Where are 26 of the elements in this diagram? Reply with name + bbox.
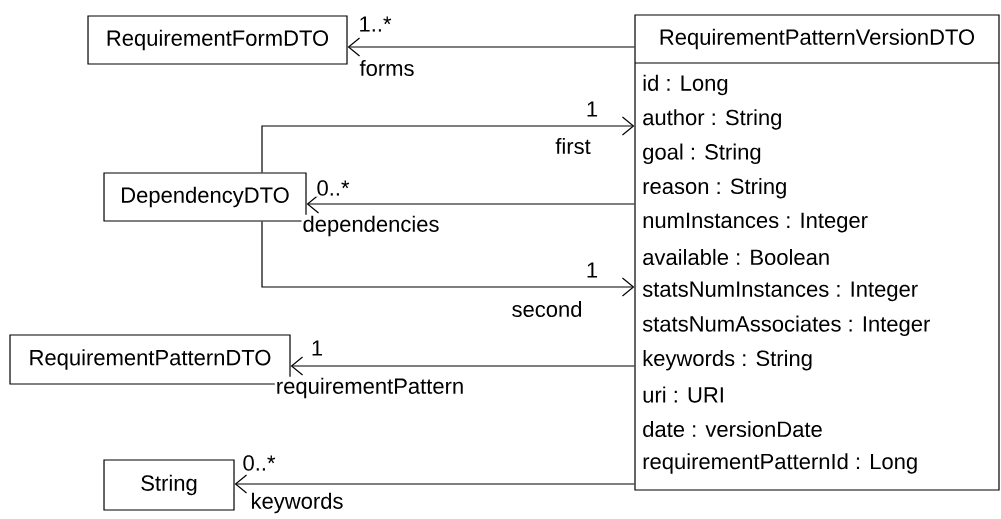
attribute-text: id : Long <box>643 74 728 96</box>
association-arrow <box>261 221 635 297</box>
attribute-text: reason : String <box>643 177 786 199</box>
role-label: dependencies <box>301 214 441 238</box>
attribute-text: date : versionDate <box>643 420 822 438</box>
attribute-text: available : Boolean <box>643 248 829 266</box>
multiplicity-label: 0..* <box>241 454 277 472</box>
attribute-text: uri : URI <box>643 386 723 403</box>
association-arrow <box>234 474 635 494</box>
association-arrow <box>261 116 635 173</box>
attribute-text: goal : String <box>643 143 761 165</box>
attribute-text: requirementPatternId : Long <box>643 453 917 474</box>
class-name: RequirementPatternVersionDTO <box>660 28 975 50</box>
attribute-text: statsNumAssociates : Integer <box>642 315 930 337</box>
multiplicity-label: 1..* <box>357 15 393 33</box>
attribute-text: author : String <box>643 109 781 130</box>
association-arrow <box>306 194 635 214</box>
class-box: RequirementFormDTO <box>87 15 348 65</box>
multiplicity-label: 0..* <box>315 179 351 197</box>
association-arrow <box>290 356 635 376</box>
attribute-text: numInstances : Integer <box>643 212 868 233</box>
attribute-text: keywords : String <box>643 349 812 371</box>
role-label: requirementPattern <box>274 376 466 400</box>
attribute-text: statsNumInstances : Integer <box>642 281 918 302</box>
association-arrow <box>347 37 635 57</box>
class-box: String <box>103 459 235 511</box>
